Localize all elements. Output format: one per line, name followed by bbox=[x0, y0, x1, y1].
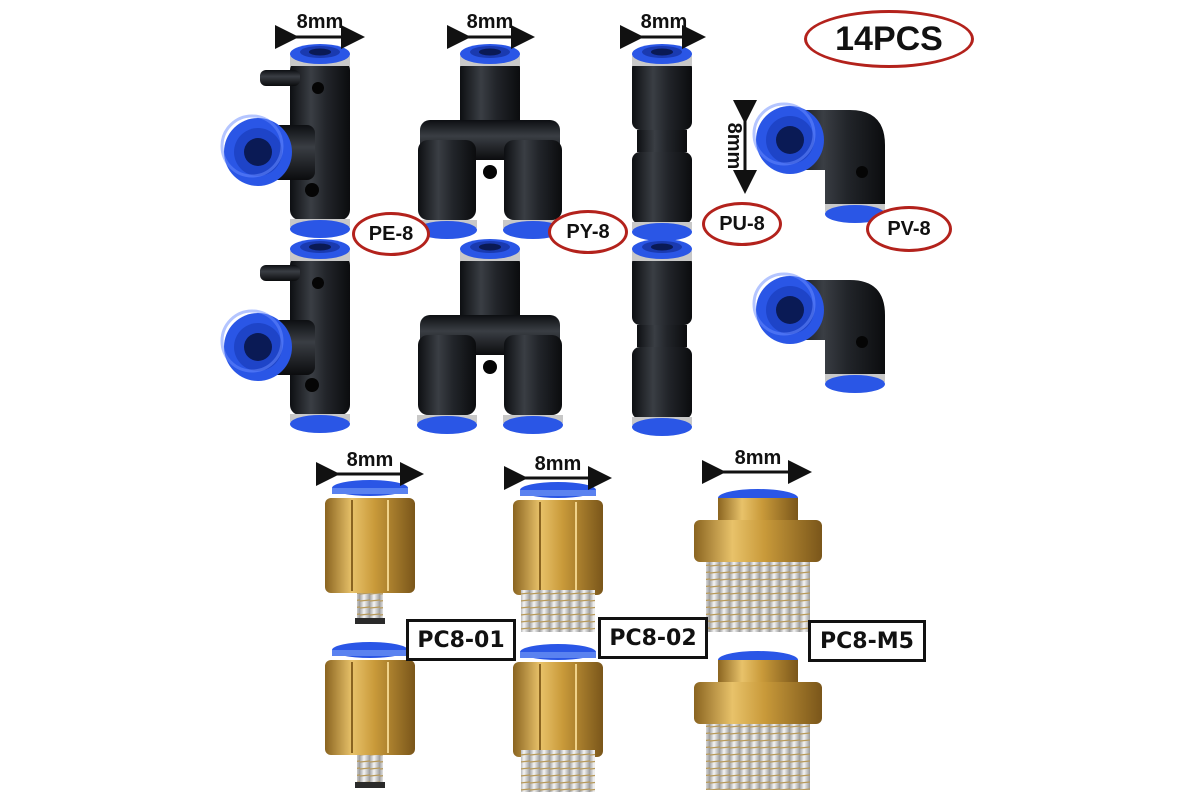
py8-fitting-bottom bbox=[417, 239, 563, 434]
dim-arrow-py8: 8mm bbox=[447, 11, 535, 49]
pc8-01-fitting-top bbox=[324, 479, 416, 624]
svg-text:8mm: 8mm bbox=[723, 123, 745, 170]
dim-arrow-pc8-02: 8mm bbox=[504, 453, 612, 490]
pc8-m5-fitting-top bbox=[694, 489, 822, 632]
dim-arrow-pu8: 8mm bbox=[620, 11, 706, 49]
pc8-02-fitting-top bbox=[512, 481, 604, 632]
pc8-02-fitting-bottom bbox=[512, 643, 604, 792]
py8-fitting-top bbox=[417, 44, 563, 239]
pu8-fitting-bottom bbox=[632, 239, 692, 436]
pe8-fitting-top bbox=[222, 44, 350, 238]
label-pv8: PV-8 bbox=[866, 206, 952, 252]
label-pu8: PU-8 bbox=[702, 202, 782, 246]
dim-arrow-pe8: 8mm bbox=[275, 11, 365, 49]
pc8-01-fitting-bottom bbox=[324, 641, 416, 788]
label-pc8-m5: PC8-M5 bbox=[808, 620, 926, 662]
label-pc8-01: PC8-01 bbox=[406, 619, 516, 661]
pv8-fitting-bottom bbox=[754, 274, 885, 393]
label-pe8: PE-8 bbox=[352, 212, 430, 256]
pe8-fitting-bottom bbox=[222, 239, 350, 433]
dim-arrow-pv8: 8mm bbox=[723, 100, 757, 194]
label-pc8-02: PC8-02 bbox=[598, 617, 708, 659]
quantity-badge: 14PCS bbox=[804, 10, 974, 68]
dim-arrow-pc8-m5: 8mm bbox=[702, 447, 812, 484]
quantity-badge-text: 14PCS bbox=[835, 19, 943, 58]
svg-text:8mm: 8mm bbox=[535, 453, 582, 475]
svg-text:8mm: 8mm bbox=[735, 447, 782, 469]
svg-text:8mm: 8mm bbox=[641, 11, 688, 33]
svg-text:8mm: 8mm bbox=[467, 11, 514, 33]
pu8-fitting-top bbox=[632, 44, 692, 241]
svg-text:8mm: 8mm bbox=[297, 11, 344, 33]
pc8-m5-fitting-bottom bbox=[694, 651, 822, 790]
dim-arrow-pc8-01: 8mm bbox=[316, 449, 424, 486]
pv8-fitting-top bbox=[754, 104, 885, 223]
label-py8: PY-8 bbox=[548, 210, 628, 254]
svg-text:8mm: 8mm bbox=[347, 449, 394, 471]
